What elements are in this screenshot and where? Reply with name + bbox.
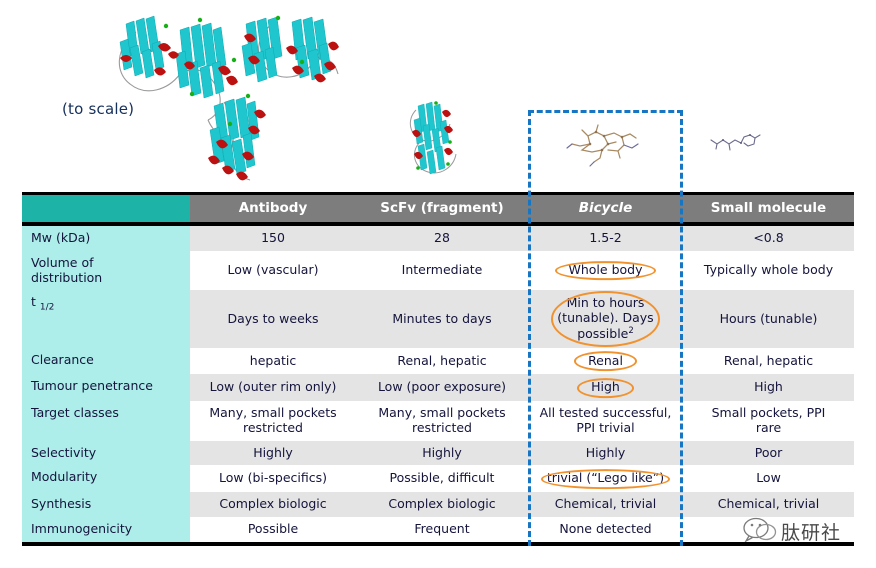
wechat-icon bbox=[742, 516, 778, 546]
cell-vd-small-molecule: Typically whole body bbox=[703, 262, 834, 278]
row-label-tumour-penetrance: Tumour penetrance bbox=[22, 374, 190, 402]
scfv-ribbon-structure bbox=[404, 98, 464, 180]
row-label-selectivity: Selectivity bbox=[22, 440, 190, 466]
scale-note-label: (to scale) bbox=[62, 100, 135, 118]
table-row: Clearance hepatic Renal, hepatic Renal R… bbox=[22, 347, 854, 375]
table-row: Modularity Low (bi-specifics) Possible, … bbox=[22, 465, 854, 493]
cell-selectivity-scfv: Highly bbox=[356, 440, 528, 466]
cell-clearance-small-molecule: Renal, hepatic bbox=[723, 352, 814, 368]
cell-mw-small-molecule: <0.8 bbox=[683, 224, 854, 251]
cell-synthesis-small-molecule: Chemical, trivial bbox=[683, 492, 854, 517]
row-label-immunogenicity: Immunogenicity bbox=[22, 516, 190, 546]
cell-clearance-scfv: Renal, hepatic bbox=[397, 352, 487, 368]
row-label-target-classes: Target classes bbox=[22, 401, 190, 441]
cell-vd-bicycle: Whole body bbox=[528, 251, 683, 291]
header-antibody: Antibody bbox=[190, 192, 356, 226]
cell-selectivity-small-molecule: Poor bbox=[683, 440, 854, 466]
cell-t12-antibody: Days to weeks bbox=[190, 290, 356, 348]
header-bicycle: Bicycle bbox=[528, 192, 683, 226]
highlight-ellipse: Renal bbox=[574, 353, 637, 370]
table-row: Immunogenicity Possible Frequent None de… bbox=[22, 516, 854, 546]
cell-modularity-antibody: Low (bi-specifics) bbox=[218, 470, 327, 486]
table-row: t 1/2 Days to weeks Minutes to days Min … bbox=[22, 290, 854, 348]
modality-comparison-table: Antibody ScFv (fragment) Bicycle Small m… bbox=[22, 192, 854, 546]
cell-tumour-antibody: Low (outer rim only) bbox=[190, 374, 356, 402]
watermark: 肽研社 bbox=[742, 516, 841, 546]
cell-vd-antibody: Low (vascular) bbox=[227, 262, 319, 278]
row-label-mw: Mw (kDa) bbox=[22, 224, 190, 251]
row-label-modularity: Modularity bbox=[22, 465, 190, 493]
cell-selectivity-bicycle: Highly bbox=[528, 440, 683, 466]
cell-mw-antibody: 150 bbox=[190, 224, 356, 251]
header-scfv: ScFv (fragment) bbox=[356, 192, 528, 226]
cell-tumour-small-molecule: High bbox=[683, 374, 854, 402]
cell-clearance-bicycle: Renal bbox=[528, 348, 683, 375]
structure-illustration-band: (to scale) bbox=[0, 0, 876, 190]
highlight-ellipse: High bbox=[577, 379, 634, 396]
cell-clearance-antibody: hepatic bbox=[249, 352, 297, 368]
cell-vd-scfv: Intermediate bbox=[401, 262, 483, 278]
cell-target-bicycle: All tested successful,PPI trivial bbox=[539, 405, 672, 435]
cell-t12-small-molecule: Hours (tunable) bbox=[683, 290, 854, 348]
watermark-text: 肽研社 bbox=[781, 521, 842, 544]
small-molecule-structure bbox=[708, 128, 764, 154]
cell-immuno-bicycle: None detected bbox=[528, 516, 683, 546]
table-row: Selectivity Highly Highly Highly Poor bbox=[22, 440, 854, 466]
cell-mw-bicycle: 1.5-2 bbox=[528, 224, 683, 251]
header-corner-cell bbox=[22, 192, 190, 226]
row-label-synthesis: Synthesis bbox=[22, 492, 190, 517]
table-row: Synthesis Complex biologic Complex biolo… bbox=[22, 492, 854, 517]
highlight-ellipse: trivial (“Lego like”) bbox=[541, 470, 670, 487]
table-header-row: Antibody ScFv (fragment) Bicycle Small m… bbox=[22, 192, 854, 226]
cell-tumour-bicycle: High bbox=[528, 374, 683, 402]
cell-t12-scfv: Minutes to days bbox=[356, 290, 528, 348]
cell-selectivity-antibody: Highly bbox=[190, 440, 356, 466]
cell-synthesis-antibody: Complex biologic bbox=[190, 492, 356, 517]
cell-immuno-small-molecule bbox=[683, 516, 854, 546]
cell-synthesis-scfv: Complex biologic bbox=[356, 492, 528, 517]
cell-mw-scfv: 28 bbox=[356, 224, 528, 251]
highlight-ellipse: Whole body bbox=[555, 262, 657, 279]
cell-modularity-bicycle: trivial (“Lego like”) bbox=[528, 465, 683, 492]
table-row: Mw (kDa) 150 28 1.5-2 <0.8 bbox=[22, 224, 854, 251]
antibody-ribbon-structure bbox=[96, 2, 346, 192]
comparison-table-wrapper: Antibody ScFv (fragment) Bicycle Small m… bbox=[22, 192, 854, 546]
row-label-clearance: Clearance bbox=[22, 347, 190, 375]
cell-tumour-scfv: Low (poor exposure) bbox=[356, 374, 528, 402]
cell-synthesis-bicycle: Chemical, trivial bbox=[528, 492, 683, 517]
cell-modularity-small-molecule: Low bbox=[756, 470, 781, 486]
cell-immuno-antibody: Possible bbox=[190, 516, 356, 546]
table-row: Tumour penetrance Low (outer rim only) L… bbox=[22, 374, 854, 402]
header-small-molecule: Small molecule bbox=[683, 192, 854, 226]
cell-modularity-scfv: Possible, difficult bbox=[389, 470, 495, 486]
bicycle-stick-structure bbox=[564, 122, 650, 168]
row-label-half-life: t 1/2 bbox=[22, 290, 190, 348]
cell-immuno-scfv: Frequent bbox=[356, 516, 528, 546]
